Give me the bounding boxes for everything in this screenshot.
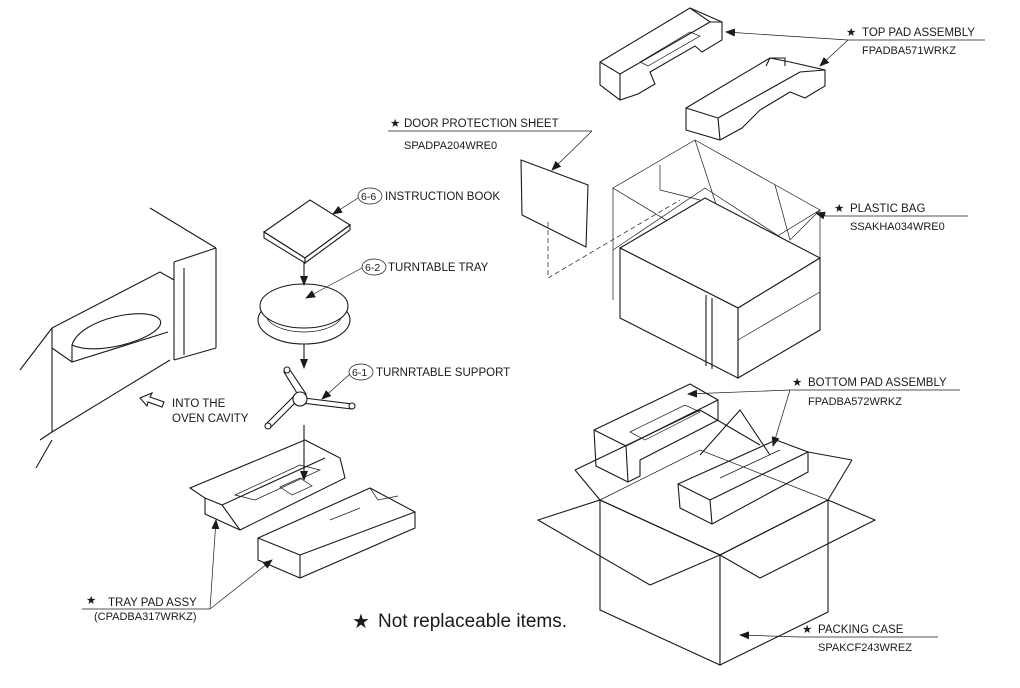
star-icon: ★ [86,595,96,607]
note-label: Not replaceable items. [378,611,567,632]
star-icon: ★ [352,609,370,633]
instruction-label: INSTRUCTION BOOK [385,191,500,203]
packing-case-drawing [536,409,877,666]
door-sheet-drawing [520,159,681,279]
instruction-book-drawing [263,199,351,265]
door-sheet-part: SPADPA204WRE0 [404,140,497,152]
into-cavity-label-2: OVEN CAVITY [172,413,249,425]
tray-label: TURNTABLE TRAY [388,262,489,274]
support-label: TURNRTABLE SUPPORT [376,367,510,379]
plastic-bag-label: PLASTIC BAG [850,203,925,215]
tray-pad-part: (CPADBA317WRKZ) [94,611,196,623]
star-icon: ★ [802,624,812,636]
door-sheet-label: DOOR PROTECTION SHEET [404,118,559,130]
instruction-ref: 6-6 [361,191,376,203]
tray-ref: 6-2 [365,262,380,274]
leader-lines [82,28,985,640]
top-pad-drawing [599,7,826,141]
ref-circle-support [348,363,374,381]
ref-circle-tray [361,258,387,276]
star-icon: ★ [390,118,400,130]
tray-pad-label: TRAY PAD ASSY [108,597,197,609]
oven-box-drawing [618,197,822,379]
support-ref: 6-1 [352,367,367,379]
top-pad-part: FPADBA571WRKZ [862,45,956,57]
turntable-support-drawing [264,366,356,430]
top-pad-label: TOP PAD ASSEMBLY [862,27,975,39]
star-icon: ★ [792,377,802,389]
hollow-arrow-icon [139,391,165,408]
packing-case-label: PACKING CASE [818,624,904,636]
turntable-tray-drawing [257,283,351,345]
ref-circle-instruction [357,187,383,205]
oven-drawing [19,207,217,469]
into-cavity-label-1: INTO THE [172,398,226,410]
packing-case-part: SPAKCF243WREZ [818,642,912,654]
plastic-bag-part: SSAKHA034WRE0 [850,221,945,233]
star-icon: ★ [834,203,844,215]
bottom-pad-part: FPADBA572WRKZ [808,396,902,408]
tray-pad-drawing [188,439,416,579]
bottom-pad-label: BOTTOM PAD ASSEMBLY [808,377,947,389]
star-icon: ★ [846,27,856,39]
